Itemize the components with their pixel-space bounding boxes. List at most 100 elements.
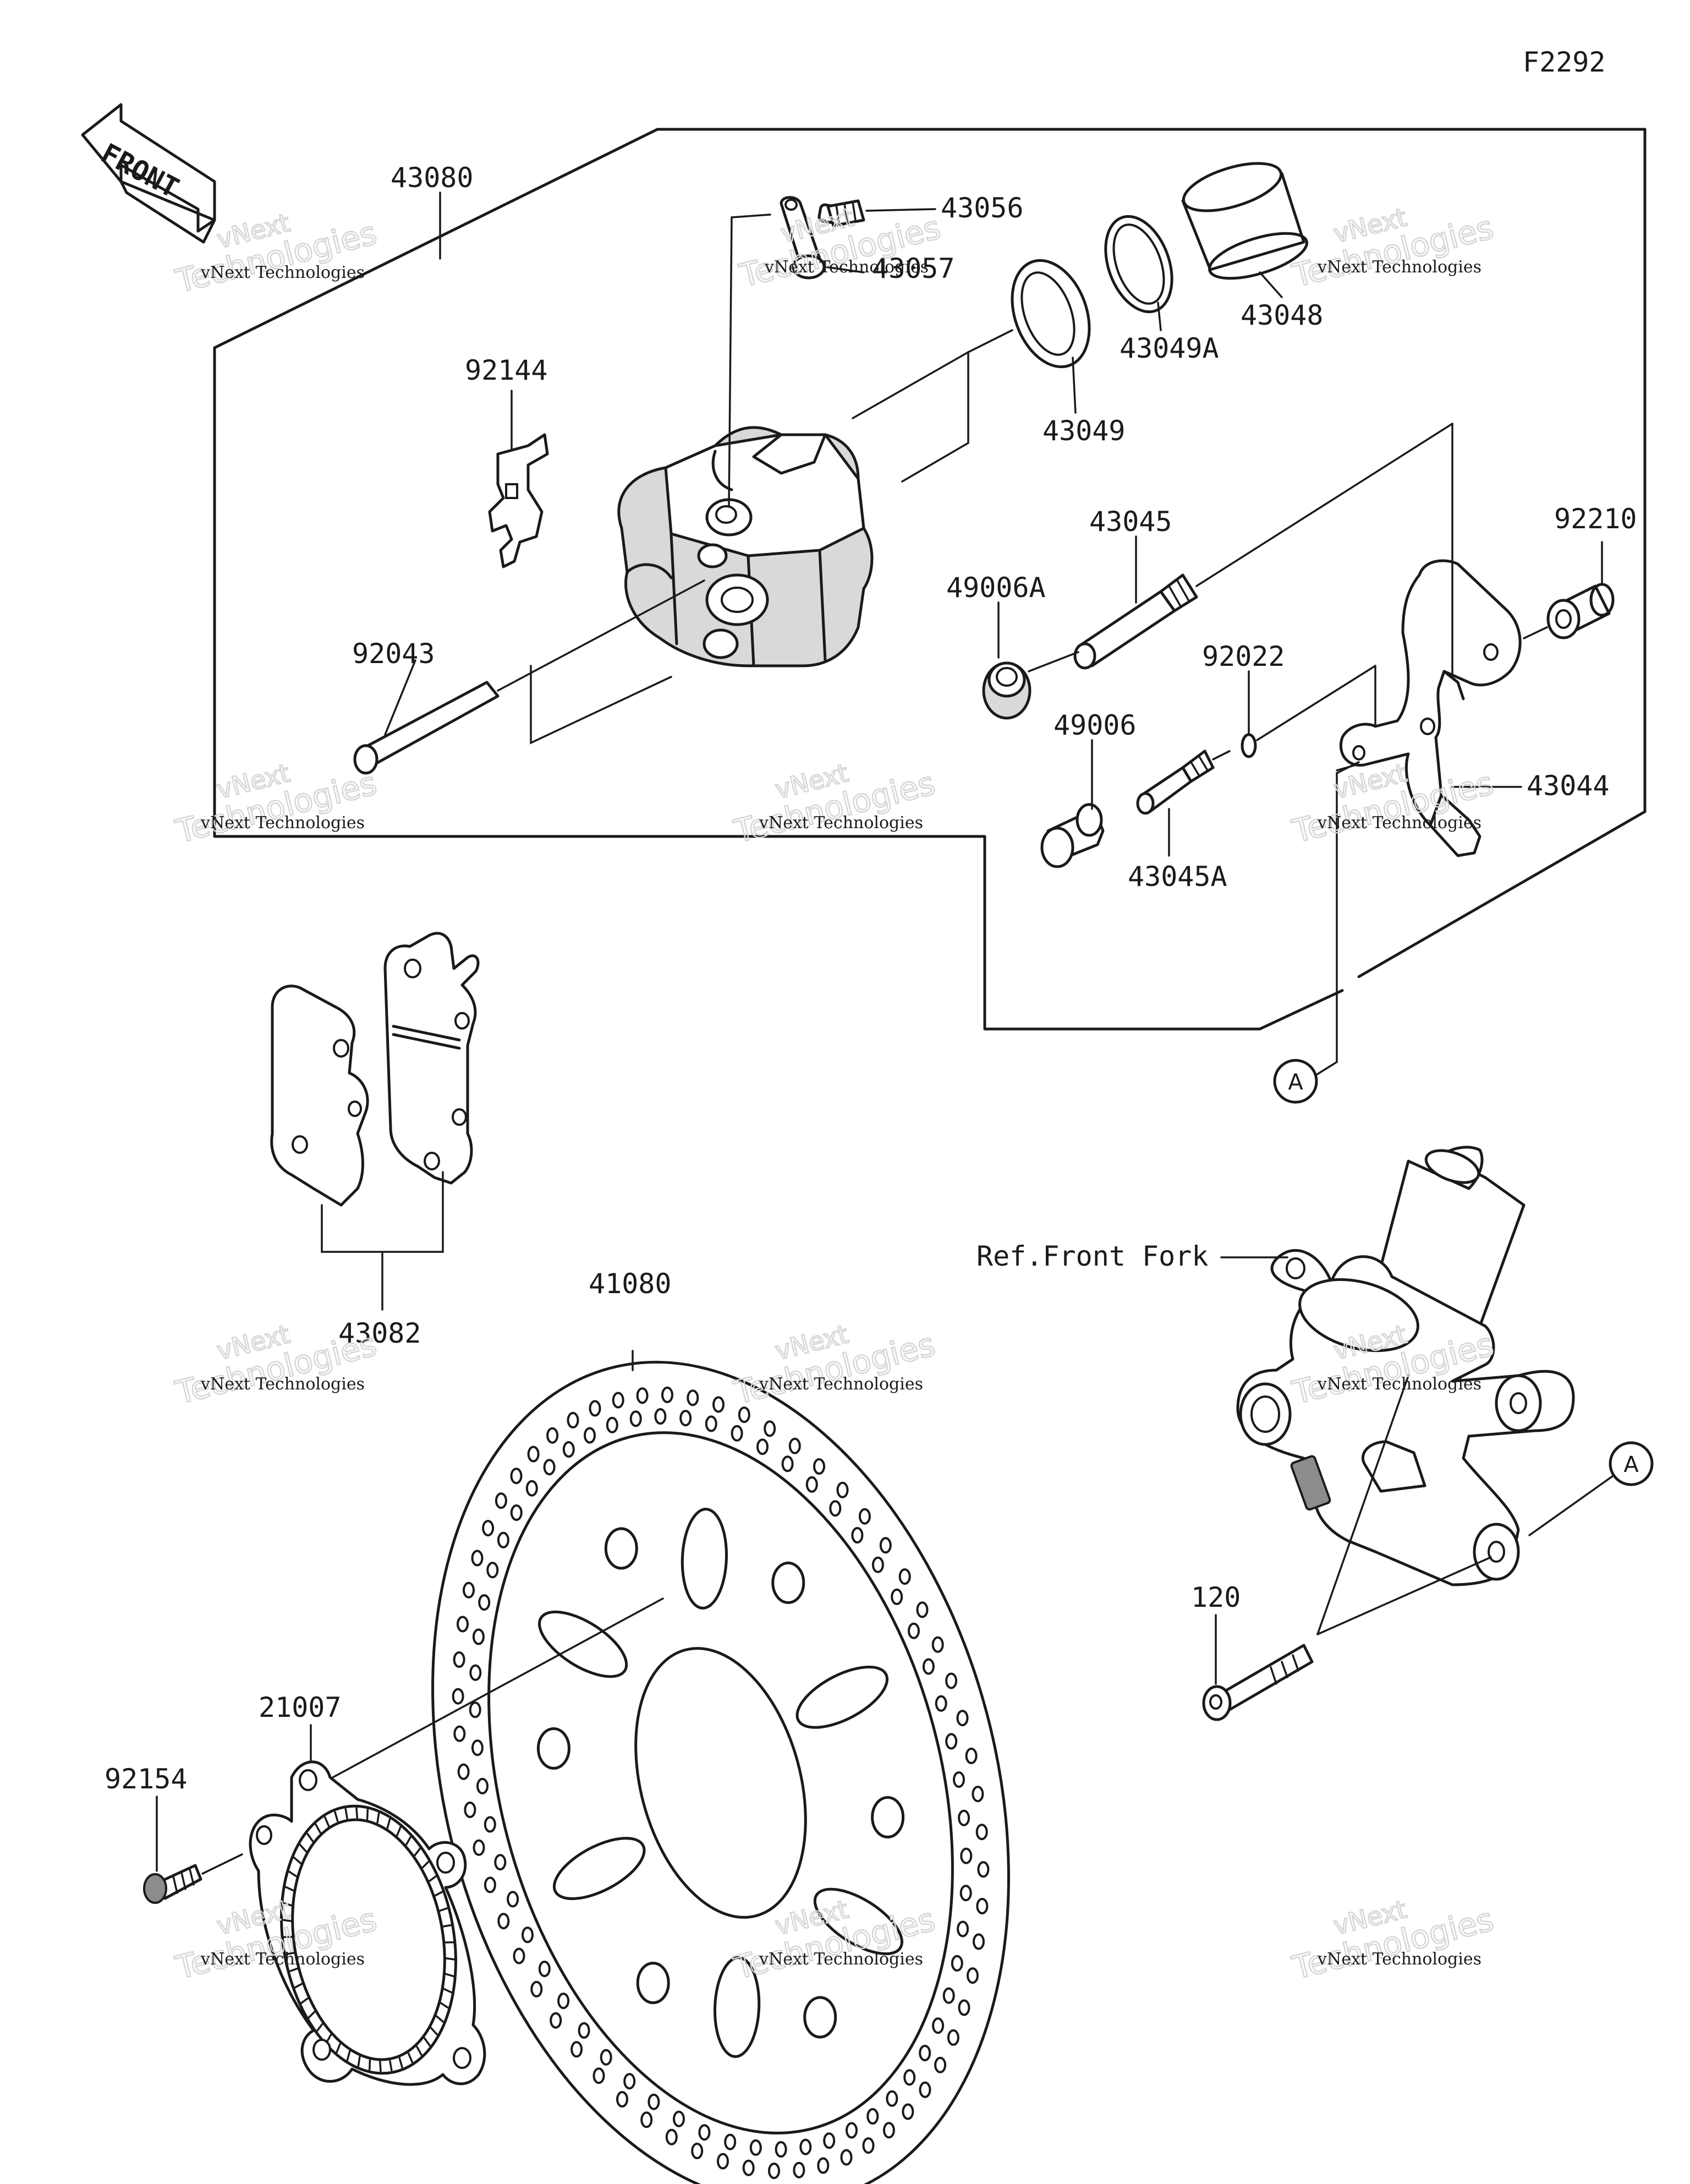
disc-perforation-hole: [510, 1468, 523, 1485]
disc-spoke-window: [538, 1610, 628, 1678]
disc-perforation-hole: [629, 1410, 642, 1427]
disc-perforation-hole: [879, 1537, 892, 1554]
pad-spring: [488, 433, 549, 568]
disc-perforation-hole: [478, 1594, 491, 1611]
disc-spoke-window: [813, 1887, 903, 1956]
disc-perforation-hole: [965, 1748, 978, 1764]
abs-ring-tooth: [306, 1832, 314, 1842]
disc-perforation-hole: [731, 1425, 743, 1442]
abs-ring-tooth: [282, 1919, 292, 1922]
disc-perforation-hole: [562, 1441, 575, 1458]
disc-perforation-hole: [452, 1688, 464, 1705]
watermark-text: vNext Technologies: [200, 263, 365, 282]
disc-perforation-hole: [463, 1581, 475, 1599]
disc-perforation-hole: [687, 1389, 699, 1406]
part-label-43044: 43044: [1527, 770, 1610, 802]
disc-perforation-hole: [742, 2159, 755, 2176]
disc-perforation-hole: [472, 1628, 485, 1645]
bleeder-cap: [780, 196, 865, 280]
disc-perforation-hole: [840, 2149, 853, 2166]
disc-perforation-hole: [497, 1531, 509, 1548]
part-label-43080: 43080: [391, 162, 474, 194]
disc-perforation-hole: [947, 2029, 959, 2046]
brake-pads: [270, 932, 480, 1207]
disc-perforation-hole: [891, 1588, 903, 1605]
abs-ring-tooth: [284, 1886, 294, 1892]
abs-ring-tooth: [282, 1902, 293, 1907]
abs-ring-tooth: [423, 2037, 431, 2047]
watermark-text: vNext Technologies: [764, 258, 929, 277]
disc-rivet: [604, 1527, 638, 1570]
front-fork-lower: [1236, 1146, 1575, 1586]
leader-fork-bolt: [1316, 1375, 1409, 1635]
disc-rivet: [871, 1796, 905, 1838]
disc-perforation-hole: [957, 1920, 969, 1937]
disc-perforation-hole: [958, 1999, 970, 2016]
abs-ring-tooth: [405, 1836, 412, 1846]
disc-perforation-hole: [712, 1396, 725, 1413]
abs-ring-tooth: [334, 1811, 339, 1822]
part-label-49006: 49006: [1053, 709, 1137, 741]
leader-43080: [728, 214, 771, 507]
disc-perforation-hole: [788, 1437, 801, 1454]
disc-perforation-hole: [931, 1636, 944, 1653]
part-label-43049: 43049: [1042, 415, 1126, 447]
disc-perforation-hole: [916, 1601, 929, 1618]
disc-perforation-hole: [919, 2081, 931, 2098]
disc-perforation-hole: [453, 1725, 466, 1742]
leader-abs-to-disc: [332, 1597, 664, 1778]
abs-ring-tooth: [430, 2027, 438, 2035]
disc-perforation-hole: [584, 1427, 596, 1444]
disc-perforation-hole: [616, 2091, 628, 2108]
abs-ring-tooth: [428, 1875, 437, 1882]
disc-perforation-hole: [862, 2137, 875, 2154]
disc-perforation-hole: [738, 1406, 750, 1424]
connector-marker-a-lower: A: [1609, 1441, 1654, 1486]
watermark-text: vNext Technologies: [759, 1375, 923, 1394]
abs-ring-tooth: [357, 2056, 361, 2067]
disc-perforation-hole: [589, 1400, 601, 1417]
disc-perforation-hole: [902, 2103, 914, 2120]
bleeder-valve: [817, 199, 936, 227]
abs-ring-tooth: [325, 2034, 332, 2044]
disc-perforation-hole: [977, 1861, 990, 1878]
slide-pin-lower: [1136, 749, 1231, 815]
disc-perforation-hole: [578, 2022, 590, 2039]
abs-ring-tooth: [346, 2050, 351, 2061]
disc-perforation-hole: [457, 1616, 469, 1633]
disc-perforation-hole: [886, 2090, 898, 2107]
abs-ring-tooth: [336, 2043, 341, 2054]
watermark-text: vNext Technologies: [759, 813, 923, 833]
abs-ring-tooth: [308, 2011, 316, 2019]
watermark-text: vNext Technologies: [1317, 258, 1482, 277]
disc-perforation-hole: [471, 1550, 484, 1567]
abs-ring-tooth: [416, 2045, 422, 2056]
disc-perforation-hole: [817, 2157, 830, 2174]
caliper-mount-bolt: [1202, 1644, 1314, 1721]
abs-ring-tooth: [293, 1857, 302, 1864]
disc-perforation-hole: [648, 2093, 660, 2110]
disc-perforation-hole: [836, 1481, 849, 1498]
abs-sensor-ring: [249, 1760, 486, 2086]
disc-perforation-hole: [953, 1771, 965, 1788]
disc-perforation-hole: [919, 2045, 931, 2061]
abs-ring-tooth: [434, 1891, 443, 1897]
watermark-text: vNext Technologies: [1317, 1950, 1482, 1969]
disc-perforation-hole: [851, 1527, 864, 1543]
disc-perforation-hole: [457, 1763, 470, 1780]
part-label-92144: 92144: [465, 354, 548, 386]
disc-perforation-hole: [866, 2108, 879, 2125]
disc-perforation-hole: [679, 1410, 692, 1427]
disc-perforation-hole: [665, 2128, 678, 2145]
disc-perforation-hole: [882, 2122, 895, 2139]
part-label-43045a: 43045A: [1128, 861, 1227, 893]
disc-perforation-hole: [527, 1446, 540, 1463]
disc-perforation-hole: [959, 1885, 972, 1902]
abs-ring-tooth: [316, 2023, 323, 2032]
boot-upper: [982, 651, 1079, 720]
disc-perforation-hole: [471, 1739, 484, 1756]
disc-perforation-hole: [497, 1913, 510, 1930]
